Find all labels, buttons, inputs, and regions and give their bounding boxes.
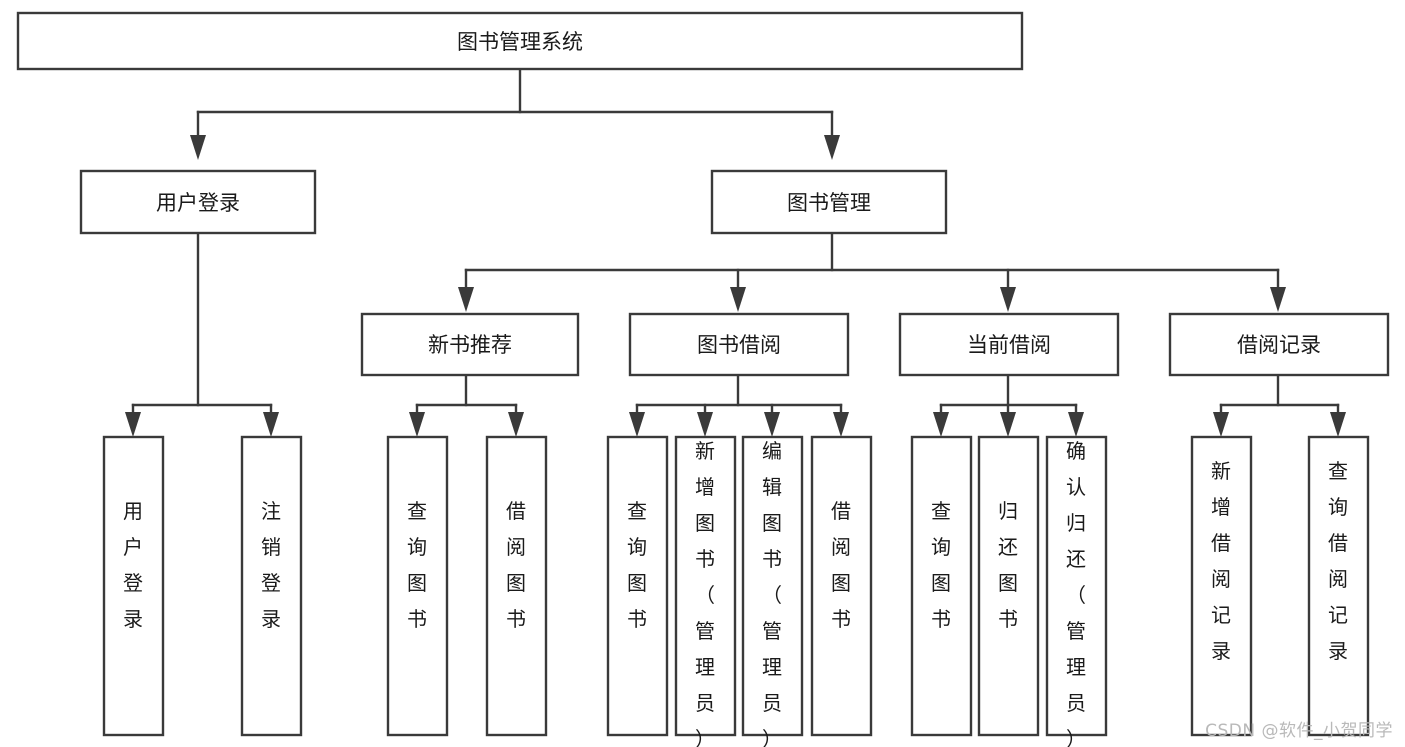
node-leaf-return-book-label: 归还图书 <box>998 499 1018 631</box>
arrow-head-leaf-add-book <box>697 412 713 437</box>
arrow-head-leaf-query-book-2 <box>629 412 645 437</box>
node-user-login-label: 用户登录 <box>156 191 240 215</box>
node-book-borrow-box[interactable] <box>628 312 850 377</box>
node-leaf-user-login[interactable]: 用户登录 <box>102 435 165 737</box>
node-leaf-add-record-box[interactable] <box>1190 435 1253 737</box>
arrow-head-book-borrow <box>730 287 746 312</box>
node-leaf-query-record-box[interactable] <box>1307 435 1370 737</box>
node-leaf-logout-login-label: 注销登录 <box>261 499 281 631</box>
node-leaf-add-book-box[interactable] <box>674 435 737 737</box>
node-leaf-user-login-label: 用户登录 <box>123 499 143 631</box>
node-borrow-record[interactable]: 借阅记录 <box>1168 312 1390 377</box>
node-leaf-query-record[interactable]: 查询借阅记录 <box>1307 435 1370 737</box>
node-leaf-query-book-1[interactable]: 查询图书 <box>386 435 449 737</box>
node-leaf-return-book[interactable]: 归还图书 <box>977 435 1040 737</box>
connectors-newbook-to-leaves <box>409 373 524 437</box>
node-leaf-edit-book-box[interactable] <box>741 435 804 737</box>
node-user-login-box[interactable] <box>79 169 317 235</box>
node-leaf-borrow-book-2-box[interactable] <box>810 435 873 737</box>
node-leaf-user-login-box[interactable] <box>102 435 165 737</box>
arrow-head-user-login <box>190 135 206 160</box>
node-leaf-add-record[interactable]: 新增借阅记录 <box>1190 435 1253 737</box>
node-leaf-query-book-2[interactable]: 查询图书 <box>606 435 669 737</box>
arrow-head-leaf-logout-login <box>263 412 279 437</box>
node-leaf-borrow-book-1[interactable]: 借阅图书 <box>485 435 548 737</box>
node-new-book-recommend-box[interactable] <box>360 312 580 377</box>
node-leaf-query-book-2-label: 查询图书 <box>627 499 647 631</box>
arrow-head-leaf-borrow-book-2 <box>833 412 849 437</box>
node-leaf-confirm-return[interactable]: 确认归还（管理员） <box>1045 435 1108 747</box>
node-book-management-label: 图书管理 <box>787 191 871 215</box>
node-borrow-record-box[interactable] <box>1168 312 1390 377</box>
node-leaf-query-record-label: 查询借阅记录 <box>1328 459 1348 663</box>
node-leaf-add-record-label: 新增借阅记录 <box>1211 459 1231 663</box>
arrow-head-leaf-borrow-book-1 <box>508 412 524 437</box>
node-leaf-query-book-3-box[interactable] <box>910 435 973 737</box>
node-leaf-logout-login-box[interactable] <box>240 435 303 737</box>
node-book-management-box[interactable] <box>710 169 948 235</box>
node-leaf-logout-login[interactable]: 注销登录 <box>240 435 303 737</box>
node-user-login[interactable]: 用户登录 <box>79 169 317 235</box>
arrow-head-leaf-confirm-return <box>1068 412 1084 437</box>
connectors-currentborrow-to-leaves <box>933 373 1084 437</box>
csdn-watermark: CSDN @软件_小贺同学 <box>1205 721 1393 741</box>
node-leaf-query-book-2-box[interactable] <box>606 435 669 737</box>
node-book-borrow[interactable]: 图书借阅 <box>628 312 850 377</box>
node-leaf-add-book-label: 新增图书（管理员） <box>695 439 715 747</box>
node-book-borrow-label: 图书借阅 <box>697 333 781 357</box>
arrow-head-leaf-edit-book <box>764 412 780 437</box>
connectors-userlogin-to-leaves <box>125 231 279 437</box>
node-leaf-query-book-3-label: 查询图书 <box>931 499 951 631</box>
node-leaf-borrow-book-2[interactable]: 借阅图书 <box>810 435 873 737</box>
node-leaf-query-book-1-box[interactable] <box>386 435 449 737</box>
node-leaf-edit-book-label: 编辑图书（管理员） <box>762 439 782 747</box>
node-current-borrow-label: 当前借阅 <box>967 333 1051 357</box>
connectors-root-to-level2 <box>190 67 840 160</box>
node-leaf-borrow-book-2-label: 借阅图书 <box>831 499 851 631</box>
arrow-head-leaf-query-book-1 <box>409 412 425 437</box>
node-leaf-add-book[interactable]: 新增图书（管理员） <box>674 435 737 747</box>
node-leaf-edit-book[interactable]: 编辑图书（管理员） <box>741 435 804 747</box>
node-leaf-confirm-return-label: 确认归还（管理员） <box>1066 439 1086 747</box>
node-borrow-record-label: 借阅记录 <box>1237 333 1321 357</box>
arrow-head-leaf-query-book-3 <box>933 412 949 437</box>
node-current-borrow-box[interactable] <box>898 312 1120 377</box>
node-book-management[interactable]: 图书管理 <box>710 169 948 235</box>
node-leaf-confirm-return-box[interactable] <box>1045 435 1108 737</box>
node-leaf-query-book-3[interactable]: 查询图书 <box>910 435 973 737</box>
node-root-label: 图书管理系统 <box>457 30 583 54</box>
node-leaf-query-book-1-label: 查询图书 <box>407 499 427 631</box>
connectors-borrowrecord-to-leaves <box>1213 373 1346 437</box>
connectors-bookborrow-to-leaves <box>629 373 849 437</box>
arrow-head-current-borrow <box>1000 287 1016 312</box>
node-new-book-recommend-label: 新书推荐 <box>428 333 512 357</box>
arrow-head-book-management <box>824 135 840 160</box>
arrow-head-leaf-query-record <box>1330 412 1346 437</box>
arrow-head-leaf-user-login <box>125 412 141 437</box>
arrow-head-leaf-add-record <box>1213 412 1229 437</box>
node-root[interactable]: 图书管理系统 <box>16 11 1024 71</box>
arrow-head-new-book-recommend <box>458 287 474 312</box>
connectors-bookmgmt-to-level3 <box>458 231 1286 312</box>
arrow-head-leaf-return-book <box>1000 412 1016 437</box>
node-new-book-recommend[interactable]: 新书推荐 <box>360 312 580 377</box>
node-leaf-return-book-box[interactable] <box>977 435 1040 737</box>
node-root-box[interactable] <box>16 11 1024 71</box>
node-current-borrow[interactable]: 当前借阅 <box>898 312 1120 377</box>
node-leaf-borrow-book-1-box[interactable] <box>485 435 548 737</box>
node-leaf-borrow-book-1-label: 借阅图书 <box>506 499 526 631</box>
arrow-head-borrow-record <box>1270 287 1286 312</box>
